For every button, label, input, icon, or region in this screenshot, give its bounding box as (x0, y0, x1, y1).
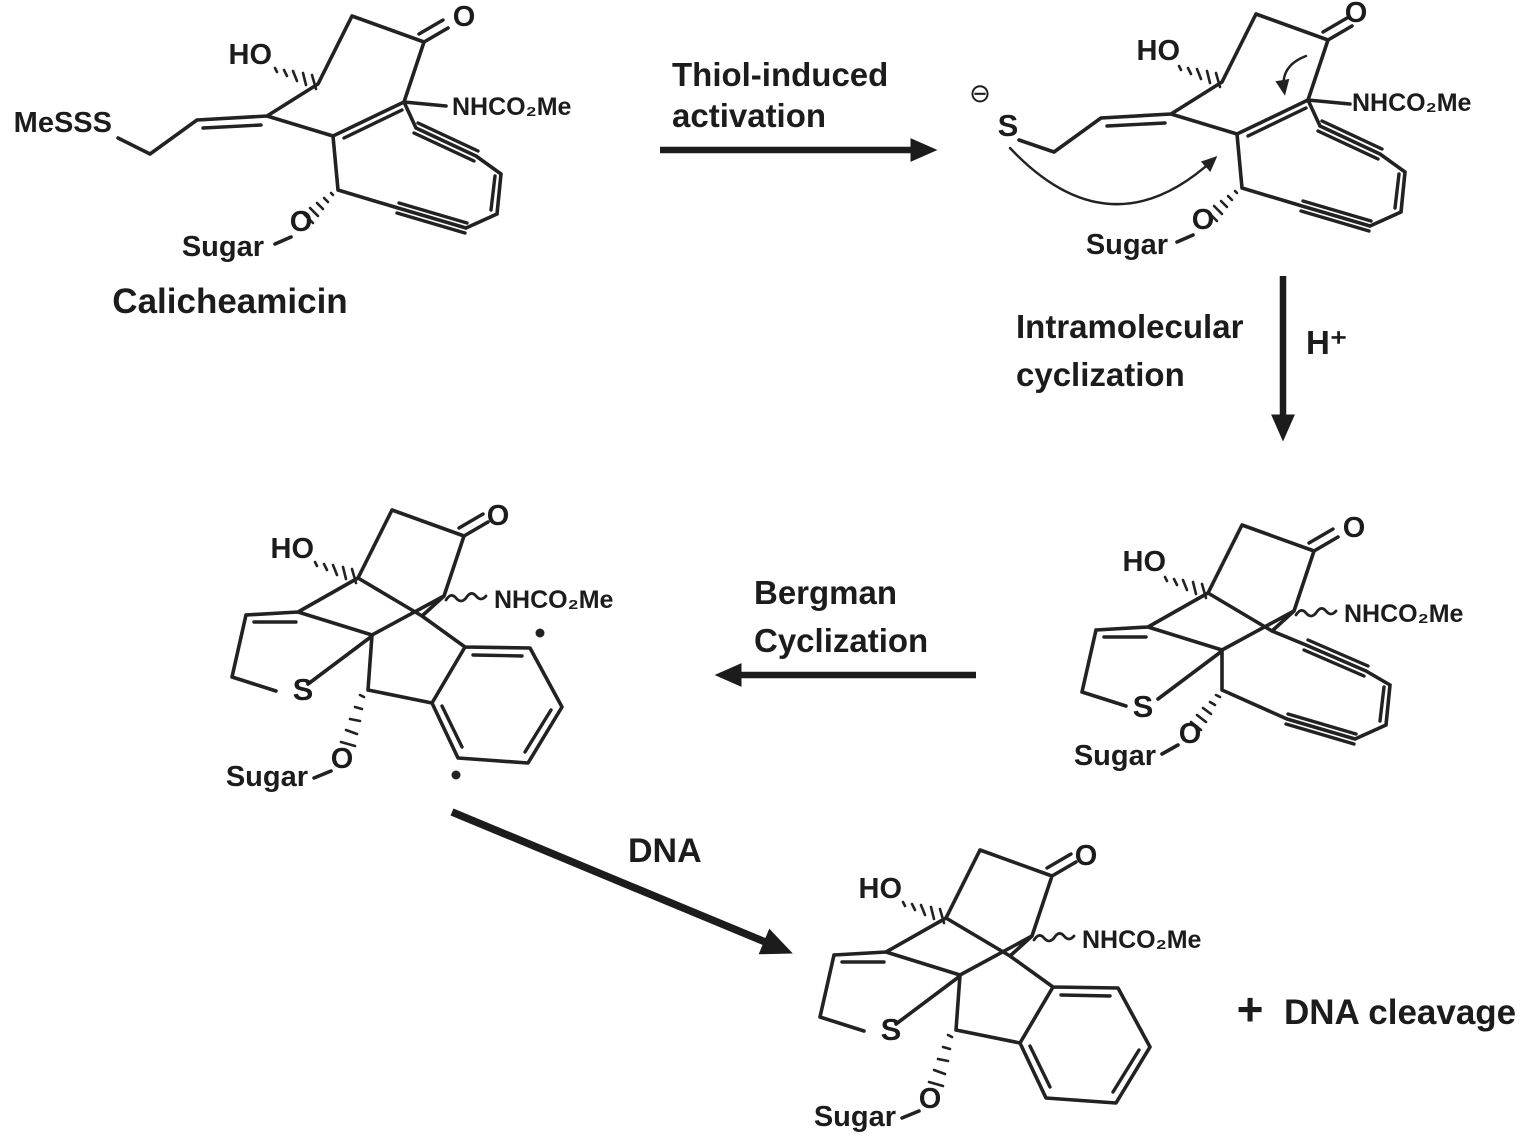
reaction-arrow-thiol-activation: Thiol-induced activation (660, 56, 938, 163)
sulfur-label: S (293, 672, 314, 707)
reaction-label-line1: Intramolecular (1016, 308, 1244, 345)
carbamate-label: NHCO₂Me (1082, 926, 1202, 954)
radical-dot (451, 770, 461, 780)
carbamate-label: NHCO₂Me (1344, 600, 1464, 628)
hydroxyl-label: HO (1137, 35, 1181, 67)
hashed-wedge-sugar (339, 693, 366, 748)
structure-cyclized: HO O NHCO₂Me S O Sugar (1074, 512, 1464, 772)
glycosidic-oxygen-label: O (1192, 204, 1215, 236)
hydroxyl-label: HO (271, 533, 315, 565)
double-triple-bond-lines (201, 18, 497, 235)
dna-label: DNA (628, 832, 702, 870)
carbamate-label: NHCO₂Me (1352, 89, 1472, 117)
hydroxyl-label: HO (229, 39, 273, 71)
curved-mechanism-arrow-icon (1008, 146, 1218, 206)
reaction-label-line1: Thiol-induced (672, 56, 888, 93)
reaction-arrow-dna: DNA (450, 808, 793, 955)
sulfur-label: S (881, 1012, 902, 1047)
sugar-label: Sugar (1086, 229, 1168, 261)
thiolate-sulfur-label: S (998, 108, 1019, 143)
reaction-label-line1: Bergman (754, 574, 897, 611)
ketone-oxygen-label: O (487, 500, 510, 532)
hydroxyl-label: HO (1123, 546, 1167, 578)
reaction-label-line2: Cyclization (754, 622, 928, 659)
structure-diradical: HO O NHCO₂Me S O Sugar (226, 500, 614, 793)
glycosidic-oxygen-label: O (919, 1083, 942, 1115)
bond-skeleton (1080, 523, 1392, 756)
structure-calicheamicin: HO O NHCO₂Me MeSSS O Sugar (14, 1, 572, 263)
wavy-bond (444, 592, 488, 603)
double-bond-lines (840, 852, 1141, 1094)
sugar-label: Sugar (182, 231, 264, 263)
reaction-arrow-bergman: Bergman Cyclization (714, 574, 976, 688)
result-annotation: + DNA cleavage (1237, 983, 1517, 1035)
hashed-wedge-sugar (1205, 189, 1239, 223)
glycosidic-oxygen-label: O (1179, 718, 1202, 750)
arrow-diagonal-icon (450, 808, 793, 955)
glycosidic-oxygen-label: O (331, 743, 354, 775)
carbamate-label: NHCO₂Me (452, 93, 572, 121)
plus-icon: + (1237, 983, 1264, 1035)
sugar-label: Sugar (226, 761, 308, 793)
hashed-wedge-hydroxyl (901, 900, 946, 925)
trisulfide-label: MeSSS (14, 107, 112, 139)
hashed-wedge-sugar (927, 1033, 954, 1088)
negative-charge-icon: ⊖ (969, 78, 991, 108)
hashed-wedge-hydroxyl (313, 560, 358, 585)
molecule-caption: Calicheamicin (112, 282, 347, 321)
proton-reagent-label: H⁺ (1306, 324, 1347, 361)
sugar-label: Sugar (814, 1101, 896, 1133)
reaction-arrow-intramolecular-cyclization: Intramolecular cyclization H⁺ (1016, 276, 1347, 442)
double-triple-bond-lines (1105, 16, 1401, 233)
hashed-wedge-hydroxyl (1163, 575, 1208, 600)
structure-thiolate: HO O NHCO₂Me S ⊖ O Sugar (969, 0, 1471, 261)
hashed-wedge-hydroxyl (273, 66, 318, 91)
reaction-label-line2: cyclization (1016, 356, 1185, 393)
sulfur-label: S (1133, 689, 1154, 724)
ketone-oxygen-label: O (1345, 0, 1368, 29)
hashed-wedge-sugar (301, 191, 335, 225)
wavy-bond (1032, 932, 1076, 943)
bond-skeleton (1017, 12, 1407, 244)
bond-skeleton (116, 14, 503, 246)
ketone-oxygen-label: O (453, 1, 476, 33)
curved-enone-arrow-icon (1275, 54, 1308, 96)
bond-skeleton (230, 508, 564, 780)
glycosidic-oxygen-label: O (290, 206, 313, 238)
double-triple-bond-lines (1102, 527, 1386, 746)
hydroxyl-label: HO (859, 873, 903, 905)
ketone-oxygen-label: O (1075, 840, 1098, 872)
radical-dot (535, 628, 545, 638)
ketone-oxygen-label: O (1343, 512, 1366, 544)
wavy-bond (1294, 607, 1338, 618)
hashed-wedge-hydroxyl (1177, 64, 1222, 89)
reaction-label-line2: activation (672, 97, 826, 134)
structure-product: HO O NHCO₂Me S O Sugar (814, 840, 1202, 1133)
dna-cleavage-label: DNA cleavage (1284, 993, 1516, 1032)
hashed-wedge-sugar (1189, 693, 1222, 732)
bond-skeleton (818, 848, 1152, 1120)
carbamate-label: NHCO₂Me (494, 586, 614, 614)
double-bond-lines (252, 512, 553, 754)
sugar-label: Sugar (1074, 740, 1156, 772)
